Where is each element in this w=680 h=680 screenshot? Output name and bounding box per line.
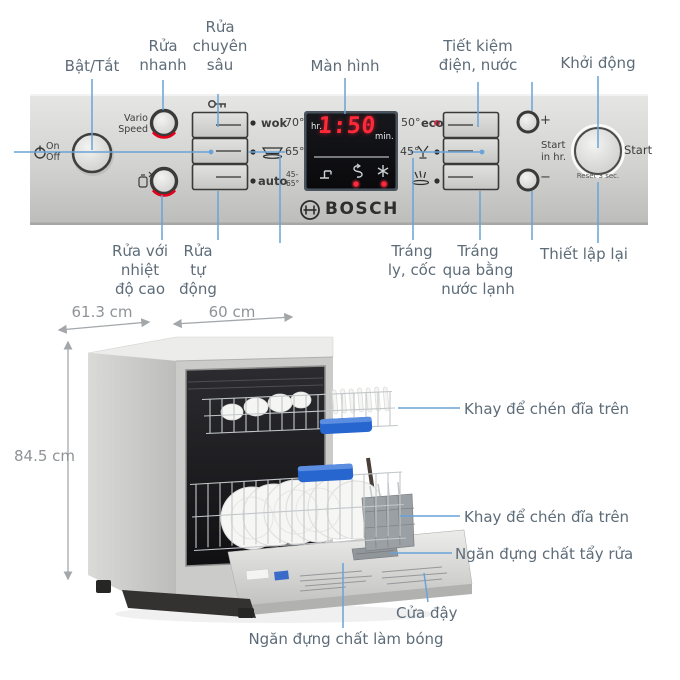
callout-rua-chuyen-sau: Rửa chuyên sâu — [192, 18, 248, 74]
program-eco-label: eco — [421, 116, 444, 130]
display — [304, 111, 398, 191]
callout-rua-nhanh: Rửa nhanh — [139, 37, 187, 74]
vario-speed-button[interactable] — [149, 108, 179, 139]
display-min-label: min. — [375, 132, 394, 142]
dishwasher-foot — [96, 580, 111, 593]
door-sticker-blue — [274, 570, 289, 581]
reset-label: Reset 3 sec. — [576, 172, 620, 180]
label-upper-rack: Khay để chén đĩa trên — [464, 400, 630, 418]
callout-rua-nhiet-do-cao: Rửa với nhiệt độ cao — [111, 242, 169, 298]
display-time: 1:50 — [317, 113, 377, 139]
dishwasher-foot — [238, 608, 254, 618]
rinse-aid-indicator — [353, 181, 359, 187]
callout-man-hinh: Màn hình — [310, 57, 380, 75]
label-door: Cửa đậy — [396, 604, 458, 622]
width-arrow — [172, 312, 294, 329]
label-detergent: Ngăn đựng chất tẩy rửa — [455, 545, 634, 563]
key-icon — [208, 100, 226, 109]
callout-thiet-lap-lai: Thiết lập lại — [540, 245, 628, 263]
vario-speed-label: Vario Speed — [118, 113, 148, 135]
on-off-label: On Off — [46, 141, 61, 163]
door-text-lines — [299, 566, 448, 592]
dishwasher-side-panel — [88, 353, 176, 599]
timer-minus-button[interactable] — [516, 168, 540, 192]
lower-rack-handle[interactable] — [297, 463, 354, 483]
power-icon — [34, 145, 46, 159]
leader-lines — [14, 76, 599, 628]
control-panel — [30, 94, 648, 225]
dimension-width: 60 cm — [208, 303, 256, 321]
timer-plus-sign: + — [540, 113, 551, 128]
lower-rack — [189, 471, 407, 552]
timer-minus-sign: − — [540, 170, 551, 185]
program-glass-temp: 45° — [400, 145, 420, 158]
program-auto-label: auto — [258, 174, 288, 188]
program-eco-temp: 50° — [401, 116, 421, 129]
dishwasher-door — [227, 529, 473, 616]
bosch-logo-text: BOSCH — [325, 199, 399, 219]
callout-khoi-dong: Khởi động — [560, 54, 636, 72]
display-hr-label: hr. — [311, 122, 322, 132]
depth-arrow — [57, 318, 151, 334]
bosch-logo-icon — [300, 200, 320, 220]
start-button[interactable] — [571, 124, 625, 178]
eco-indicator — [434, 120, 440, 126]
program-dish-temp: 65° — [285, 145, 305, 158]
label-rinse-aid: Ngăn đựng chất làm bóng — [248, 630, 444, 648]
salt-indicator — [381, 181, 387, 187]
dimension-arrows — [57, 312, 294, 581]
rinse-aid-icon — [353, 163, 363, 178]
dimension-height: 84.5 cm — [14, 447, 76, 465]
callout-bat-tat: Bật/Tắt — [64, 57, 120, 75]
label-lower-rack: Khay để chén đĩa trên — [464, 508, 630, 526]
door-sticker-white — [245, 568, 270, 581]
callout-tiet-kiem: Tiết kiệm điện, nước — [438, 37, 518, 74]
dishwasher-top — [87, 336, 334, 362]
callout-trang-ly-coc: Tráng ly, cốc — [387, 242, 437, 279]
glass-program-icon — [417, 145, 429, 159]
program-wok-temp: 70° — [285, 116, 305, 129]
tap-icon — [320, 170, 332, 179]
program-auto-temp: 45- 65° — [286, 170, 300, 188]
dishwasher-illustration — [87, 336, 473, 623]
callout-trang-nuoc-lanh: Tráng qua bằng nước lạnh — [441, 242, 515, 298]
on-off-button[interactable] — [71, 132, 114, 176]
program-wok-label: wok — [261, 116, 288, 130]
upper-rack-handle[interactable] — [319, 416, 373, 435]
program-buttons-right — [442, 111, 500, 191]
program-buttons-left — [191, 111, 249, 191]
hygiene-icon — [138, 171, 155, 188]
hygiene-button[interactable] — [149, 166, 179, 197]
callout-rua-tu-dong: Rửa tự động — [179, 242, 217, 298]
start-in-hr-label: Start in hr. — [541, 140, 567, 163]
dimension-depth: 61.3 cm — [71, 303, 133, 321]
start-label: Start — [624, 143, 653, 157]
salt-icon — [377, 165, 389, 177]
timer-plus-button[interactable] — [516, 110, 540, 134]
dishwasher-base — [122, 590, 256, 618]
